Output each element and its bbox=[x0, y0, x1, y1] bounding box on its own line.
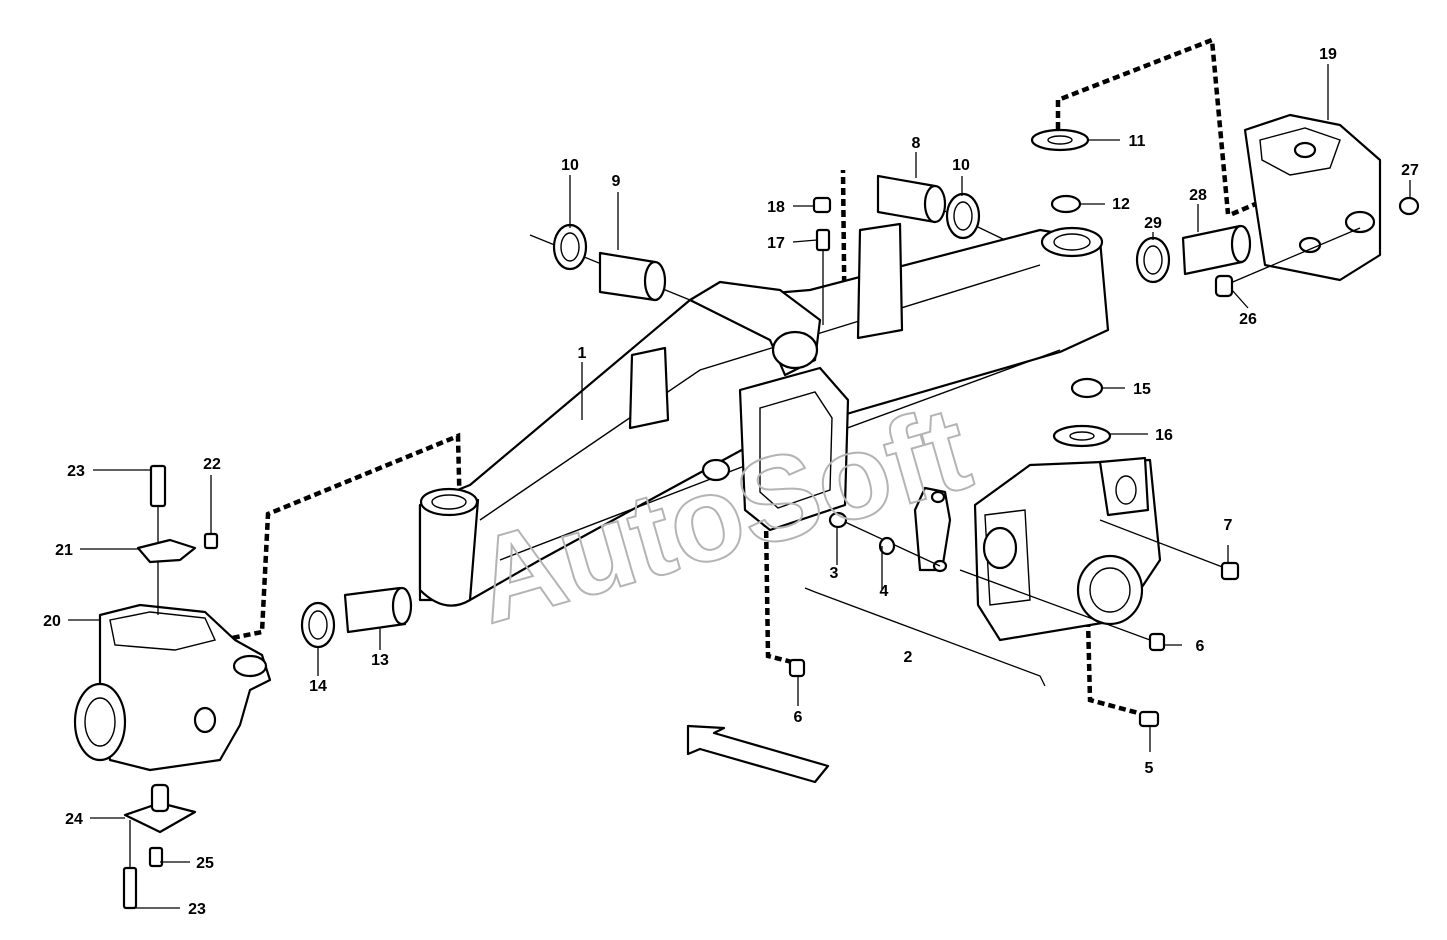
callout-5: 5 bbox=[1145, 760, 1154, 777]
callout-27: 27 bbox=[1401, 162, 1419, 179]
steering-knuckle bbox=[73, 603, 272, 772]
callout-4: 4 bbox=[880, 583, 889, 600]
assembly-bracket-line bbox=[804, 587, 1046, 687]
callout-19: 19 bbox=[1319, 46, 1337, 63]
callout-3: 3 bbox=[830, 565, 839, 582]
callout-6-left: 6 bbox=[794, 709, 803, 726]
differential-housing bbox=[973, 456, 1162, 642]
callout-22: 22 bbox=[203, 456, 221, 473]
callout-23-top: 23 bbox=[67, 463, 85, 480]
callout-28: 28 bbox=[1189, 187, 1207, 204]
callout-leader-lines bbox=[68, 64, 1411, 909]
callout-17: 17 bbox=[767, 235, 785, 252]
upper-kingpin-plate bbox=[136, 464, 219, 615]
callout-20: 20 bbox=[43, 613, 61, 630]
callout-14: 14 bbox=[309, 678, 327, 695]
lower-left-bushing-set bbox=[300, 586, 413, 649]
lower-kingpin-plate bbox=[122, 783, 197, 910]
callout-15: 15 bbox=[1133, 381, 1151, 398]
callout-18: 18 bbox=[767, 199, 785, 216]
callout-16: 16 bbox=[1155, 427, 1173, 444]
bearing-cap bbox=[913, 486, 952, 573]
upper-right-bushing-set bbox=[876, 174, 1006, 241]
forward-direction-arrow bbox=[686, 724, 830, 784]
callout-7: 7 bbox=[1224, 517, 1233, 534]
callout-9: 9 bbox=[612, 173, 621, 190]
callout-13: 13 bbox=[371, 652, 389, 669]
callout-26: 26 bbox=[1239, 311, 1257, 328]
cap-fasteners bbox=[788, 511, 1240, 728]
axle-beam bbox=[418, 222, 1110, 607]
callout-1: 1 bbox=[578, 345, 587, 362]
callout-23-bottom: 23 bbox=[188, 901, 206, 918]
trunnion-bracket bbox=[1243, 113, 1382, 282]
callout-2: 2 bbox=[904, 649, 913, 666]
callout-labels: 1 2 3 4 5 6 6 7 8 9 10 10 11 12 13 14 15… bbox=[43, 46, 1419, 918]
callout-10-right: 10 bbox=[952, 157, 970, 174]
bracket-bushing-set bbox=[1135, 196, 1420, 298]
callout-12: 12 bbox=[1112, 196, 1130, 213]
callout-24: 24 bbox=[65, 811, 83, 828]
callout-11: 11 bbox=[1129, 133, 1146, 150]
callout-8: 8 bbox=[912, 135, 921, 152]
callout-6-right: 6 bbox=[1196, 638, 1205, 655]
callout-21: 21 bbox=[55, 542, 73, 559]
right-kingpin-washers bbox=[1030, 128, 1112, 448]
callout-10-left: 10 bbox=[561, 157, 579, 174]
callout-29: 29 bbox=[1144, 215, 1162, 232]
upper-left-bushing-set bbox=[529, 223, 691, 302]
callout-25: 25 bbox=[196, 855, 214, 872]
